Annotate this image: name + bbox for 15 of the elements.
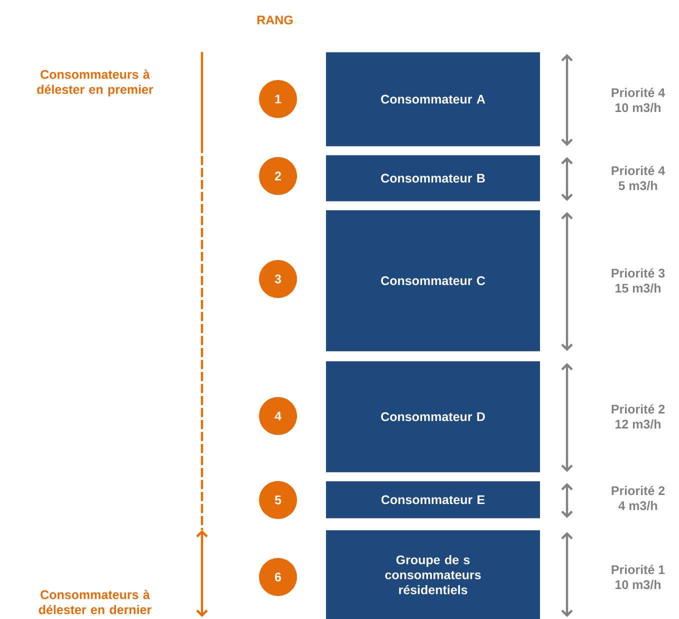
priority-text: Priorité 2 12 m3/h — [612, 404, 665, 429]
consumer-box: Consommateur A — [326, 52, 540, 146]
priority-text: Priorité 2 4 m3/h — [612, 486, 665, 510]
consumer-box: Consommateur B — [326, 155, 540, 202]
priority-text: Priorité 3 15 m3/h — [612, 268, 665, 293]
consumer-box: Consommateur E — [326, 481, 540, 518]
priority-text: Priorité 4 10 m3/h — [612, 88, 666, 112]
end-label: Consommateurs à délester en premier — [37, 70, 154, 96]
column-heading: RANG — [257, 16, 293, 24]
consumer-box: Consommateur D — [326, 361, 540, 472]
priority-text: Priorité 1 10 m3/h — [612, 564, 665, 590]
consumer-box: Consommateur C — [326, 210, 540, 352]
priority-text: Priorité 4 5 m3/h — [612, 166, 666, 190]
end-label: Consommateurs à délester en dernier — [38, 590, 152, 614]
consumer-box: Groupe de s consommateurs résidentiels — [326, 530, 540, 619]
